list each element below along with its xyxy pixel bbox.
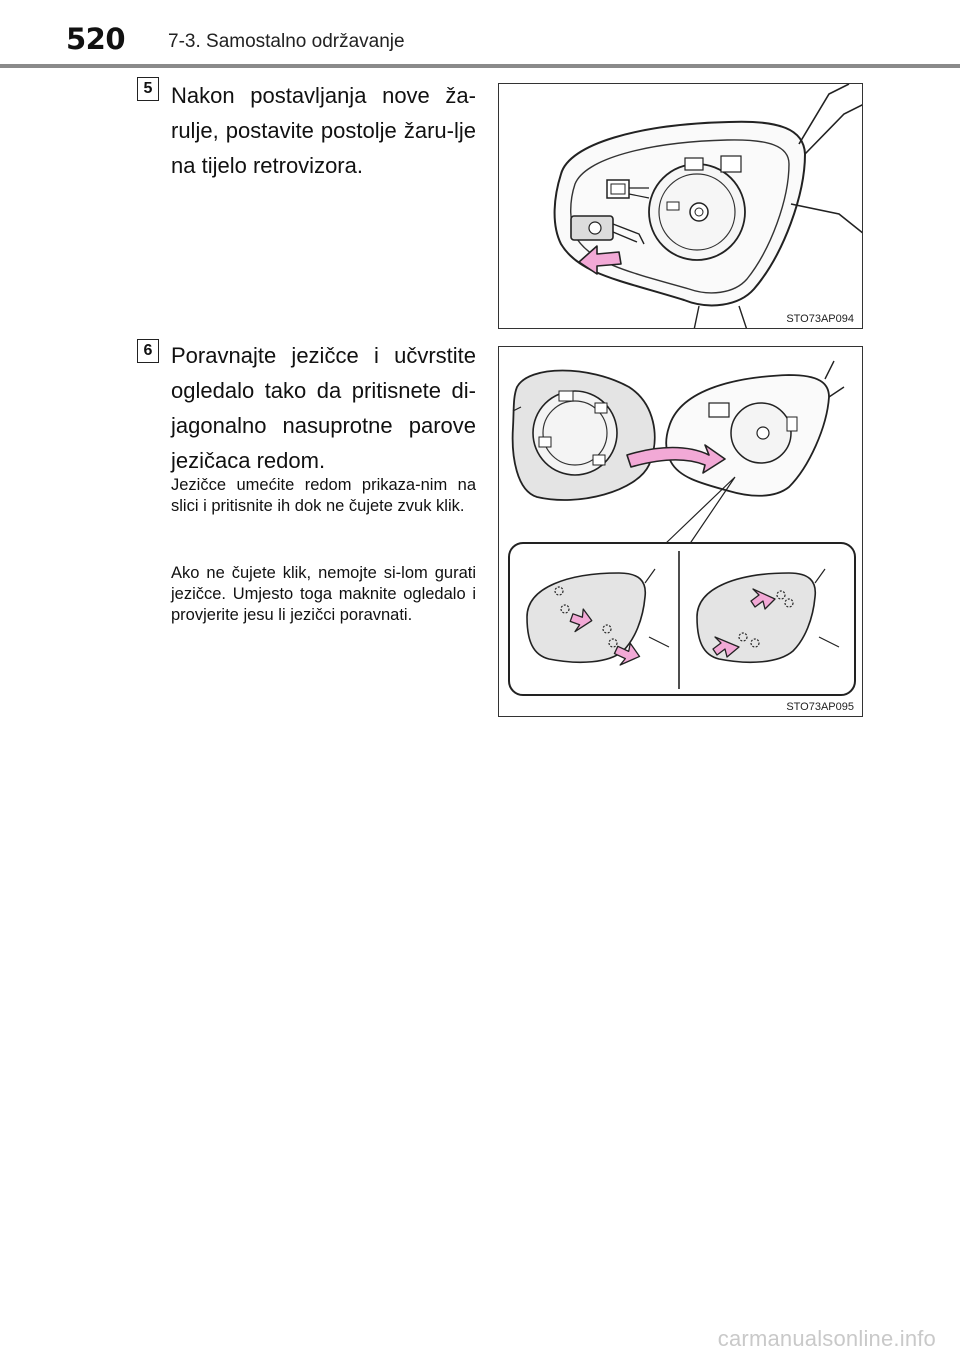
figure-mirror-tabs: STO73AP095 (498, 346, 863, 717)
step-number-6: 6 (137, 339, 159, 363)
figure-code-094: STO73AP094 (784, 313, 856, 325)
tab-marker (602, 624, 612, 634)
tab-marker (554, 586, 564, 596)
figure-mirror-bulb: STO73AP094 (498, 83, 863, 329)
actuator-hub (689, 202, 709, 222)
step-6-text: Poravnajte jezičce i učvrstite ogledalo … (171, 343, 476, 473)
step-6-note-1: Jezičce umećite redom prikaza-nim na sli… (171, 476, 476, 515)
detail-mirror-right (696, 572, 817, 664)
mirror-stand (693, 305, 748, 328)
tab-marker (560, 604, 570, 614)
figure-code-095: STO73AP095 (784, 701, 856, 713)
tab-marker (738, 632, 748, 642)
tab-marker (776, 590, 786, 600)
press-arrow (613, 642, 641, 666)
detail-callout-lines (663, 476, 736, 546)
mirror-bulb-illustration (553, 84, 862, 328)
step-number-5: 5 (137, 77, 159, 101)
tab-marker (750, 638, 760, 648)
press-arrow (569, 608, 593, 633)
section-title: 7-3. Samostalno održavanje (168, 31, 405, 52)
mirror-tabs-illustration (508, 360, 856, 696)
mirror-housing-inner (570, 139, 790, 294)
install-direction-arrow (626, 444, 726, 474)
insert-direction-arrow (578, 245, 622, 275)
press-arrow (712, 636, 740, 658)
tab-marker (608, 638, 618, 648)
tab-marker (784, 598, 794, 608)
mirror-arm (790, 84, 862, 234)
lamp-connector (606, 179, 630, 199)
press-arrow (750, 588, 776, 610)
step-5-text: Nakon postavljanja nove ža-rulje, postav… (171, 83, 476, 178)
step-6-note-2: Ako ne čujete klik, nemojte si-lom gurat… (171, 564, 476, 624)
header-rule (0, 64, 960, 68)
footer-watermark: carmanualsonline.info (717, 1326, 936, 1351)
page-number: 520 (66, 22, 126, 56)
